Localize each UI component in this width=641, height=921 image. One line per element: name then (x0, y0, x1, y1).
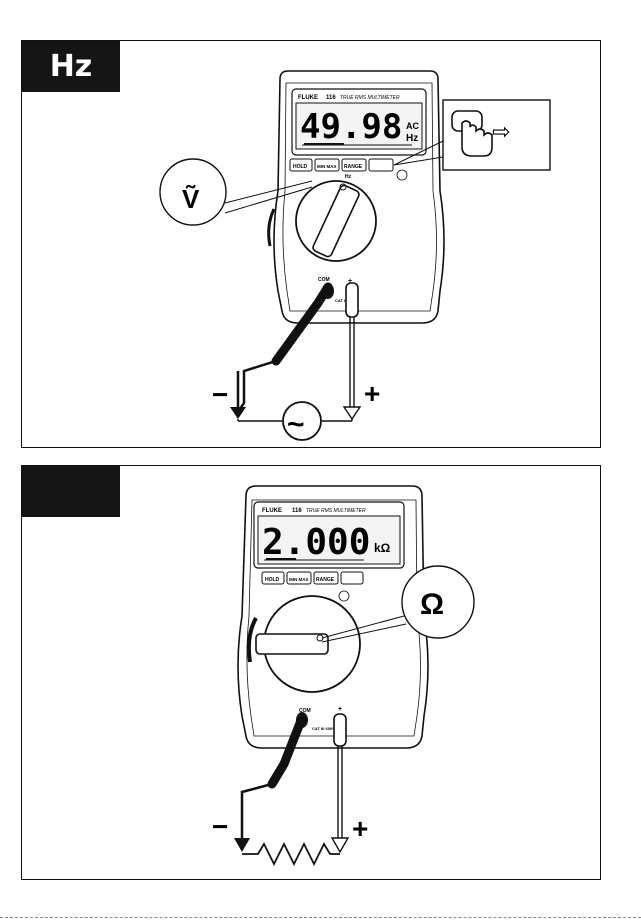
multimeter-bottom: FLUKE 116 TRUE RMS MULTIMETER 2.000 kΩ H… (212, 486, 474, 864)
red-probe (334, 714, 346, 746)
lcd-unit-kohm: kΩ (374, 541, 391, 555)
lead-minus-sign: − (212, 379, 228, 410)
com-jack-label: COM (318, 277, 330, 283)
brand-label: FLUKE (262, 508, 282, 514)
model-label: 116 (292, 508, 302, 514)
multimeter-top: FLUKE 116 TRUE RMS MULTIMETER 49.98 AC H… (160, 71, 550, 441)
dial-hz-label: Hz (345, 174, 352, 180)
red-probe (346, 283, 358, 317)
lead-plus-sign: + (364, 378, 380, 409)
panel-resistance: FLUKE 116 TRUE RMS MULTIMETER 2.000 kΩ H… (21, 465, 601, 880)
yellow-button[interactable] (369, 159, 393, 171)
ac-volts-symbol: Ṽ (182, 184, 200, 214)
cat-rating: CAT III 600V (312, 726, 335, 731)
brand-label: FLUKE (298, 95, 318, 101)
min-max-label: MIN MAX (317, 164, 337, 169)
resistance-diagram: FLUKE 116 TRUE RMS MULTIMETER 2.000 kΩ H… (22, 466, 600, 879)
range-label: RANGE (344, 164, 363, 170)
plus-jack-label: + (338, 706, 342, 713)
resistor-icon (242, 844, 340, 864)
hold-label: HOLD (293, 164, 308, 170)
yellow-button[interactable] (341, 572, 363, 584)
model-subtitle: TRUE RMS MULTIMETER (306, 508, 366, 514)
lcd-reading: 2.000 (262, 522, 370, 563)
page-bottom-rule (0, 917, 641, 918)
lead-plus-sign: + (352, 813, 368, 844)
model-subtitle: TRUE RMS MULTIMETER (340, 95, 400, 101)
lcd-unit-hz: Hz (406, 133, 418, 144)
panel-frequency: Hz FLUKE 116 TRUE RMS MULTIMETER 49.98 A… (21, 40, 601, 448)
ohm-symbol: Ω (420, 588, 444, 621)
hold-label: HOLD (265, 577, 280, 583)
lead-minus-sign: − (212, 811, 228, 842)
min-max-label: MIN MAX (289, 577, 309, 582)
lcd-unit-ac: AC (406, 121, 419, 131)
ac-source-symbol: ~ (287, 408, 305, 441)
frequency-diagram: FLUKE 116 TRUE RMS MULTIMETER 49.98 AC H… (22, 41, 600, 447)
lcd-reading: 49.98 (300, 107, 402, 147)
range-label: RANGE (316, 577, 335, 583)
model-label: 116 (326, 95, 336, 101)
press-arrow-icon: ⇨ (492, 119, 510, 144)
